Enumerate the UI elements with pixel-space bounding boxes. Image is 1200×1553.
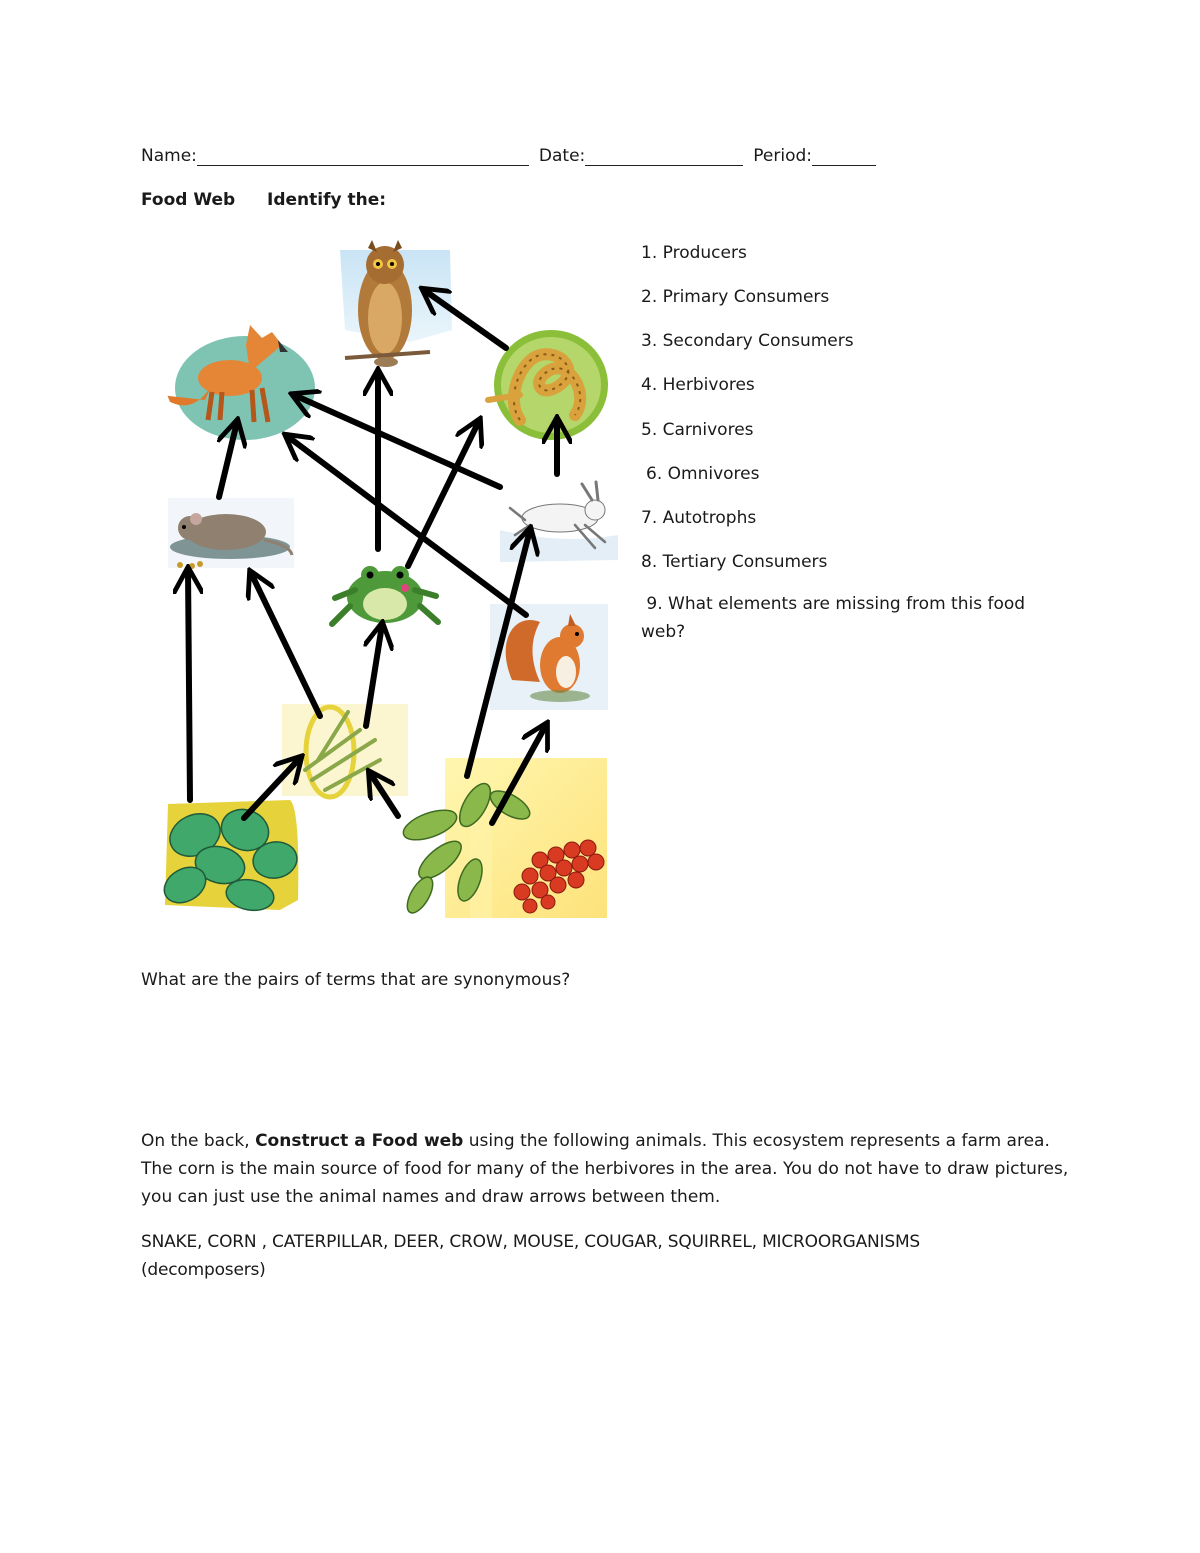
rabbit-image [500, 482, 618, 562]
frog-image [332, 566, 438, 624]
arrow-leaves-to-mouse [188, 570, 190, 800]
mouse-image [168, 498, 294, 569]
animal-list: SNAKE, CORN , CATERPILLAR, DEER, CROW, M… [141, 1228, 1041, 1284]
owl-image [340, 240, 452, 367]
arrow-frog-to-snake [408, 421, 479, 566]
leafy-plant-image [158, 800, 300, 914]
grasshopper-image [282, 704, 408, 797]
arrow-grasshopper-to-mouse [251, 573, 320, 716]
berry-plant-image [400, 758, 607, 918]
construct-instructions: On the back, Construct a Food web using … [141, 1127, 1071, 1211]
food-web-diagram [0, 0, 1200, 1000]
